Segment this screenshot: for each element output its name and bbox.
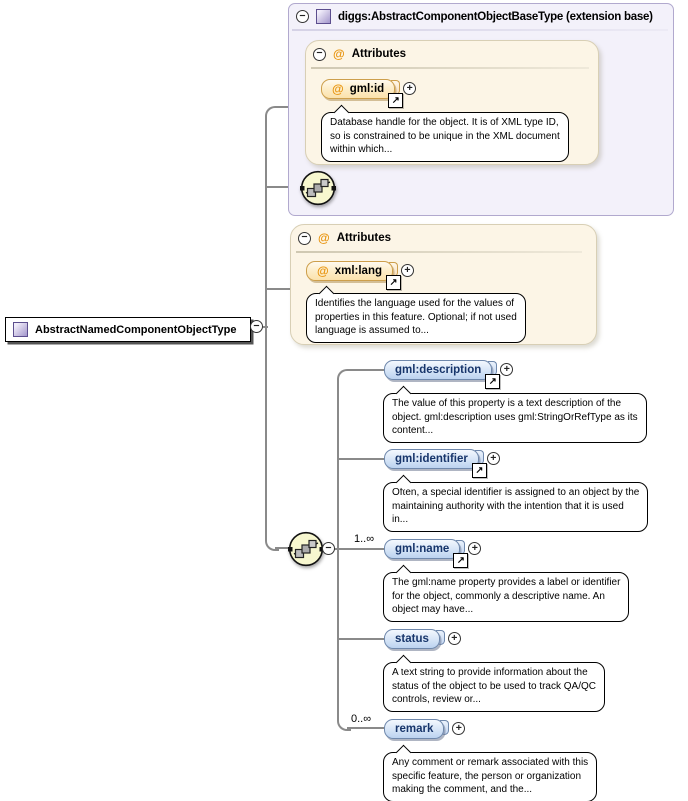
element-status[interactable]: status <box>384 629 440 649</box>
connector <box>275 547 290 549</box>
attribute-row-gml-id: @ gml:id ↗ + <box>321 79 417 108</box>
expand-toggle[interactable]: + <box>500 363 514 376</box>
collapse-toggle[interactable]: − <box>322 542 335 555</box>
connector <box>266 288 292 290</box>
element-remark[interactable]: remark <box>384 719 445 739</box>
reference-arrow-icon[interactable]: ↗ <box>388 93 404 108</box>
expand-toggle[interactable]: + <box>447 632 461 645</box>
connector <box>347 727 385 729</box>
attribute-xml-lang[interactable]: @ xml:lang <box>306 261 393 281</box>
expand-toggle[interactable]: + <box>486 452 500 465</box>
expand-toggle[interactable]: + <box>452 722 466 735</box>
node-tab <box>435 630 445 645</box>
connector <box>265 106 279 120</box>
doc-gml-id: Database handle for the object. It is of… <box>321 112 569 162</box>
expand-toggle[interactable]: + <box>403 82 417 95</box>
attribute-at-icon: @ <box>333 47 345 61</box>
divider <box>292 29 668 31</box>
attribute-at-icon: @ <box>332 81 344 96</box>
attribute-group-label: Attributes <box>336 232 392 244</box>
collapse-toggle[interactable]: − <box>313 47 326 61</box>
connector <box>266 186 302 188</box>
reference-arrow-icon[interactable]: ↗ <box>453 553 469 568</box>
reference-arrow-icon[interactable]: ↗ <box>386 275 401 290</box>
doc-remark: Any comment or remark associated with th… <box>383 752 598 801</box>
collapse-toggle[interactable]: − <box>296 10 309 23</box>
attribute-row-xml-lang: @ xml:lang ↗ + <box>306 261 414 290</box>
element-gml-identifier[interactable]: gml:identifier <box>384 449 479 469</box>
connector <box>337 717 351 731</box>
collapse-toggle[interactable]: − <box>250 320 263 333</box>
element-row-gml-identifier: gml:identifier ↗ + <box>384 449 500 478</box>
reference-arrow-icon[interactable]: ↗ <box>471 463 487 478</box>
element-row-gml-name: gml:name ↗ + <box>384 539 482 568</box>
element-row-gml-description: gml:description ↗ + <box>384 360 514 389</box>
root-type-label: AbstractNamedComponentObjectType <box>35 323 237 336</box>
element-row-remark: remark + <box>384 719 466 739</box>
node-tab <box>440 720 450 735</box>
divider <box>296 251 582 253</box>
doc-gml-identifier: Often, a special identifier is assigned … <box>383 482 649 532</box>
occurs-label: 0..∞ <box>351 713 372 725</box>
occurs-label: 1..∞ <box>354 533 375 545</box>
element-row-status: status + <box>384 629 461 649</box>
attribute-name: xml:lang <box>334 264 382 277</box>
connector <box>347 369 385 371</box>
extension-base-header: − diggs:AbstractComponentObjectBaseType … <box>296 9 653 24</box>
connector <box>333 548 385 550</box>
attribute-group-local-header: − @ Attributes <box>298 231 391 245</box>
collapse-toggle[interactable]: − <box>298 231 311 245</box>
attribute-name: gml:id <box>349 82 385 95</box>
connector <box>339 458 385 460</box>
connector <box>265 537 279 551</box>
root-type-box[interactable]: AbstractNamedComponentObjectType <box>5 317 251 342</box>
reference-arrow-icon[interactable]: ↗ <box>485 374 501 389</box>
doc-xml-lang: Identifies the language used for the val… <box>306 293 526 343</box>
connector <box>337 380 339 718</box>
complex-type-icon <box>13 322 28 337</box>
attribute-group-label: Attributes <box>351 48 407 60</box>
expand-toggle[interactable]: + <box>468 542 482 555</box>
extension-base-title: diggs:AbstractComponentObjectBaseType (e… <box>338 10 653 23</box>
connector <box>337 369 351 383</box>
doc-status: A text string to provide information abo… <box>383 662 605 712</box>
complex-type-icon <box>316 9 331 24</box>
attribute-group-base-header: − @ Attributes <box>313 47 406 61</box>
attribute-gml-id[interactable]: @ gml:id <box>321 79 396 99</box>
divider <box>311 67 589 69</box>
sequence-icon[interactable] <box>300 170 336 206</box>
attribute-at-icon: @ <box>318 231 330 245</box>
doc-gml-name: The gml:name property provides a label o… <box>383 572 630 622</box>
attribute-at-icon: @ <box>317 263 329 278</box>
element-gml-name[interactable]: gml:name <box>384 539 461 559</box>
doc-gml-description: The value of this property is a text des… <box>383 393 647 443</box>
expand-toggle[interactable]: + <box>401 264 414 277</box>
element-gml-description[interactable]: gml:description <box>384 360 493 380</box>
connector <box>265 117 267 538</box>
connector <box>339 638 385 640</box>
sequence-icon[interactable] <box>288 531 324 567</box>
